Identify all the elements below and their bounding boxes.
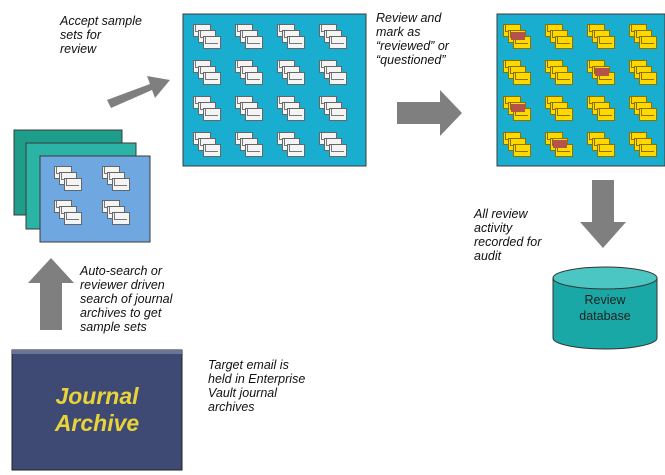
envelope-cluster-icon <box>235 96 277 132</box>
sample-set-envelopes <box>54 166 150 234</box>
envelope-cluster-icon <box>277 60 319 96</box>
database-line-2: database <box>579 309 631 323</box>
envelope-cluster-icon <box>503 24 545 60</box>
arrow-to-reviewed <box>397 90 462 136</box>
envelope-cluster-icon <box>193 132 235 168</box>
archive-line-1: Journal <box>55 383 139 409</box>
envelope-cluster-icon <box>319 96 361 132</box>
search-note-line: archives to get <box>80 306 162 320</box>
envelope-cluster-icon <box>235 132 277 168</box>
envelope-cluster-icon <box>277 96 319 132</box>
review-note-line: mark as <box>376 25 421 39</box>
envelope-cluster-icon <box>277 132 319 168</box>
questioned-mark-icon <box>553 140 567 148</box>
envelope-cluster-icon <box>193 60 235 96</box>
envelope-cluster-icon <box>235 24 277 60</box>
target-note-line: archives <box>208 400 255 414</box>
envelope-cluster-icon <box>54 166 102 200</box>
review-envelopes <box>193 24 361 168</box>
audit-note-line: activity <box>474 221 513 235</box>
review-database-label: Review database <box>553 292 657 324</box>
questioned-mark-icon <box>595 68 609 76</box>
archive-line-2: Archive <box>54 410 140 436</box>
envelope-cluster-icon <box>587 96 629 132</box>
envelope-cluster-icon <box>545 96 587 132</box>
envelope-cluster-icon <box>629 24 665 60</box>
search-note-line: sample sets <box>80 320 147 334</box>
questioned-mark-icon <box>511 104 525 112</box>
audit-note-line: recorded for <box>474 235 542 249</box>
envelope-cluster-icon <box>102 166 150 200</box>
audit-note-line: audit <box>474 249 502 263</box>
envelope-cluster-icon <box>545 132 587 168</box>
envelope-cluster-icon <box>193 24 235 60</box>
review-note-line: Review and <box>376 11 442 25</box>
envelope-cluster-icon <box>503 60 545 96</box>
envelope-cluster-icon <box>193 96 235 132</box>
accept-note-line: review <box>60 42 97 56</box>
search-note-line: Auto-search or <box>80 264 162 278</box>
journal-archive-bevel <box>12 350 182 354</box>
envelope-cluster-icon <box>319 60 361 96</box>
journal-archive-box <box>11 349 183 471</box>
review-database-cylinder <box>552 278 658 350</box>
envelope-cluster-icon <box>587 132 629 168</box>
envelope-cluster-icon <box>503 96 545 132</box>
envelope-cluster-icon <box>102 200 150 234</box>
reviewed-envelopes <box>503 24 665 168</box>
arrow-to-review <box>107 76 170 108</box>
envelope-cluster-icon <box>545 24 587 60</box>
questioned-mark-icon <box>511 32 525 40</box>
accept-note-line: Accept sample <box>60 14 142 28</box>
target-note-line: Target email is <box>208 358 289 372</box>
journal-archive-label: Journal Archive <box>12 350 182 470</box>
review-note-line: “reviewed” or <box>376 39 449 53</box>
envelope-cluster-icon <box>545 60 587 96</box>
envelope-cluster-icon <box>319 132 361 168</box>
review-database-top <box>552 266 658 290</box>
target-note-line: held in Enterprise <box>208 372 306 386</box>
envelope-cluster-icon <box>54 200 102 234</box>
envelope-cluster-icon <box>587 60 629 96</box>
envelope-cluster-icon <box>629 132 665 168</box>
arrow-to-database <box>580 180 626 248</box>
arrow-to-sample-sets <box>28 258 74 330</box>
review-note-line: “questioned” <box>376 53 446 67</box>
search-note-line: search of journal <box>80 292 173 306</box>
target-note-line: Vault journal <box>208 386 278 400</box>
envelope-cluster-icon <box>587 24 629 60</box>
envelope-cluster-icon <box>629 60 665 96</box>
envelope-cluster-icon <box>503 132 545 168</box>
accept-note-line: sets for <box>60 28 101 42</box>
envelope-cluster-icon <box>629 96 665 132</box>
search-note-line: reviewer driven <box>80 278 165 292</box>
envelope-cluster-icon <box>277 24 319 60</box>
database-line-1: Review <box>584 293 626 307</box>
envelope-cluster-icon <box>235 60 277 96</box>
envelope-cluster-icon <box>319 24 361 60</box>
audit-note-line: All review <box>474 207 528 221</box>
